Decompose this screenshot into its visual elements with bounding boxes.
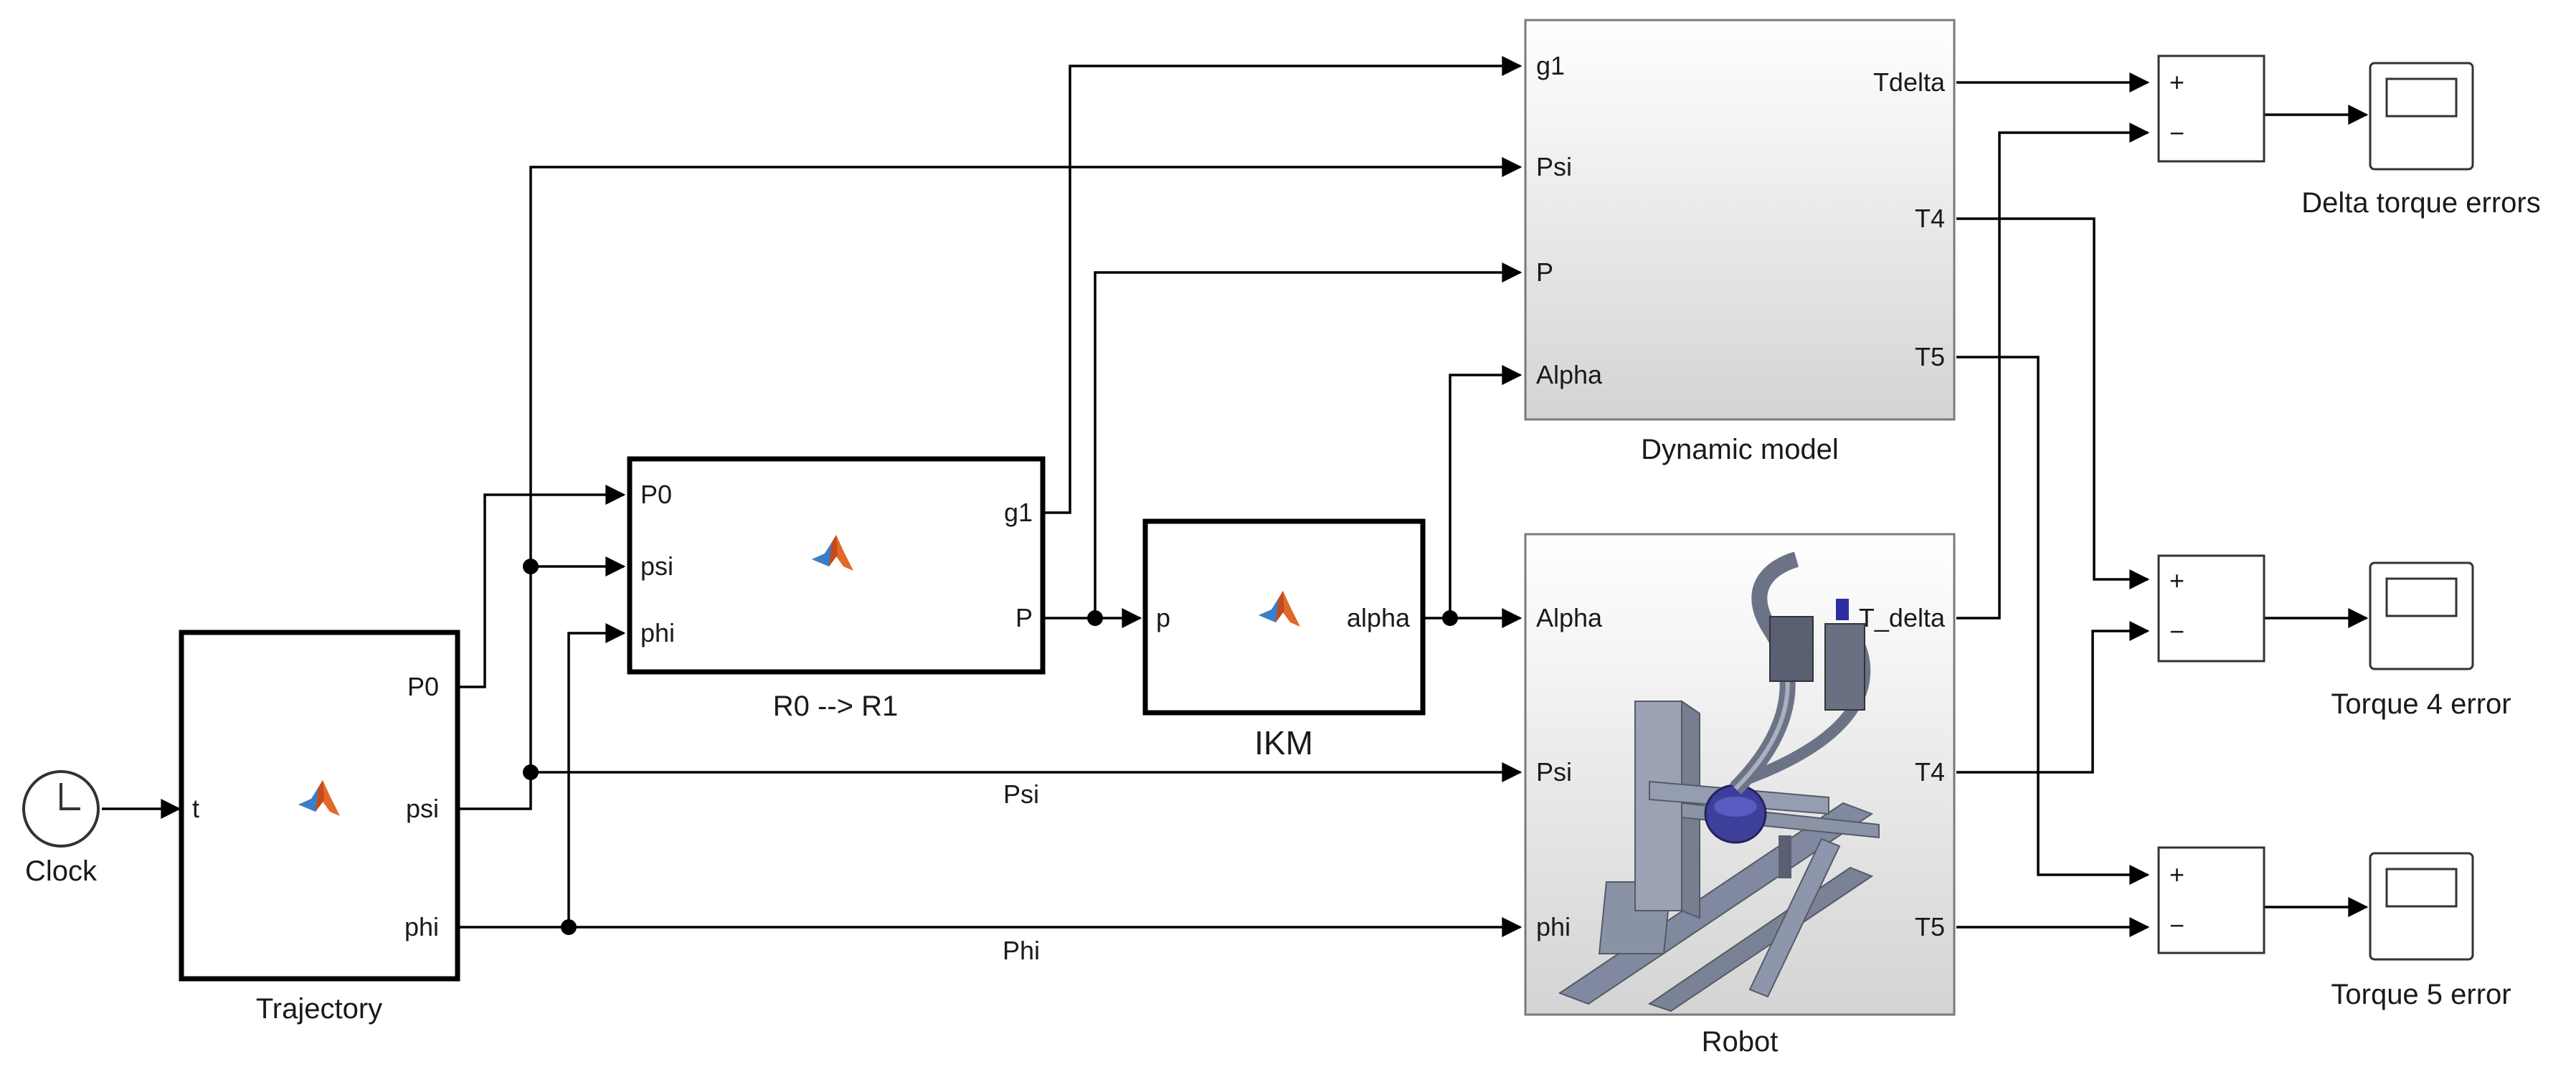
wire-tdelta-robot[interactable] [1956, 123, 2150, 620]
scope-label-delta: Delta torque errors [2301, 187, 2540, 219]
robot-illustration [1558, 551, 1880, 1012]
wire-p0[interactable] [459, 485, 626, 688]
wire-psi-main[interactable] [459, 762, 1523, 810]
scope-screen-icon [2385, 868, 2458, 908]
scope-label-t4: Torque 4 error [2331, 688, 2511, 720]
branch-dot [561, 919, 577, 935]
wire-phi-up[interactable] [567, 623, 626, 927]
ikm-label: IKM [1254, 724, 1313, 762]
branch-dot [1442, 610, 1458, 626]
port-phi-in: phi [640, 618, 675, 647]
port-tdelta-out-robot: T_delta [1859, 603, 1946, 632]
wire-t4-dyn[interactable] [1956, 217, 2150, 589]
port-phi-in-robot: phi [1536, 912, 1571, 941]
ikm-block[interactable] [1142, 518, 1426, 716]
port-psi-in: psi [640, 551, 673, 581]
sum-block-2[interactable]: + − [2157, 554, 2265, 663]
port-t4-out: T4 [1915, 204, 1945, 233]
port-p-in-dyn: P [1536, 257, 1553, 287]
port-tdelta-out: Tdelta [1873, 67, 1946, 97]
port-psi-in-robot: Psi [1536, 757, 1572, 787]
port-p-out: P [1015, 603, 1033, 632]
sum-plus: + [2169, 566, 2184, 595]
port-t5-out: T5 [1915, 342, 1945, 371]
port-psi-out: psi [406, 794, 439, 823]
trajectory-label: Trajectory [256, 993, 382, 1025]
port-p0-in: P0 [640, 480, 672, 509]
wire-alpha-up[interactable] [1449, 365, 1523, 618]
signal-label-psi: Psi [1003, 779, 1039, 809]
robot-label: Robot [1702, 1026, 1779, 1058]
r0-r1-label: R0 --> R1 [773, 691, 899, 722]
wire-t5-dyn[interactable] [1956, 356, 2150, 885]
scope-torque-4[interactable] [2369, 561, 2474, 670]
scope-label-t5: Torque 5 error [2331, 979, 2511, 1010]
wire-p-up[interactable] [1094, 262, 1523, 618]
port-g1-out: g1 [1004, 498, 1033, 527]
scope-screen-icon [2385, 577, 2458, 617]
branch-dot [523, 764, 539, 780]
port-t4-out-robot: T4 [1915, 757, 1945, 787]
port-psi-in-dyn: Psi [1536, 152, 1572, 181]
scope-torque-5[interactable] [2369, 852, 2474, 961]
scope-screen-icon [2385, 77, 2458, 118]
port-alpha-out: alpha [1347, 603, 1411, 632]
sum-minus: − [2169, 118, 2184, 148]
wire-g1[interactable] [1045, 56, 1523, 514]
dynamic-model-block[interactable] [1524, 19, 1956, 421]
sum-minus: − [2169, 911, 2184, 940]
sum-minus: − [2169, 617, 2184, 646]
port-p-in: p [1156, 603, 1170, 632]
sum-plus: + [2169, 860, 2184, 889]
sum-block-1[interactable]: + − [2157, 54, 2265, 163]
port-p0-out: P0 [407, 672, 439, 701]
port-alpha-in-robot: Alpha [1536, 603, 1603, 632]
clock-hands-icon [60, 783, 80, 810]
branch-dot [523, 559, 539, 574]
port-phi-out: phi [404, 912, 439, 941]
r0-r1-block[interactable] [627, 456, 1046, 675]
port-alpha-in-dyn: Alpha [1536, 360, 1603, 389]
clock-label: Clock [25, 855, 98, 887]
sum-block-3[interactable]: + − [2157, 846, 2265, 954]
signal-label-phi: Phi [1003, 936, 1040, 965]
port-g1-in: g1 [1536, 51, 1565, 80]
clock-block[interactable] [22, 770, 100, 848]
port-t5-out-robot: T5 [1915, 912, 1945, 941]
port-t: t [192, 794, 199, 823]
sum-plus: + [2169, 67, 2184, 97]
branch-dot [1087, 610, 1103, 626]
wire-t4-robot[interactable] [1956, 621, 2150, 774]
scope-delta-torque[interactable] [2369, 62, 2474, 171]
dynamic-model-label: Dynamic model [1641, 434, 1839, 465]
